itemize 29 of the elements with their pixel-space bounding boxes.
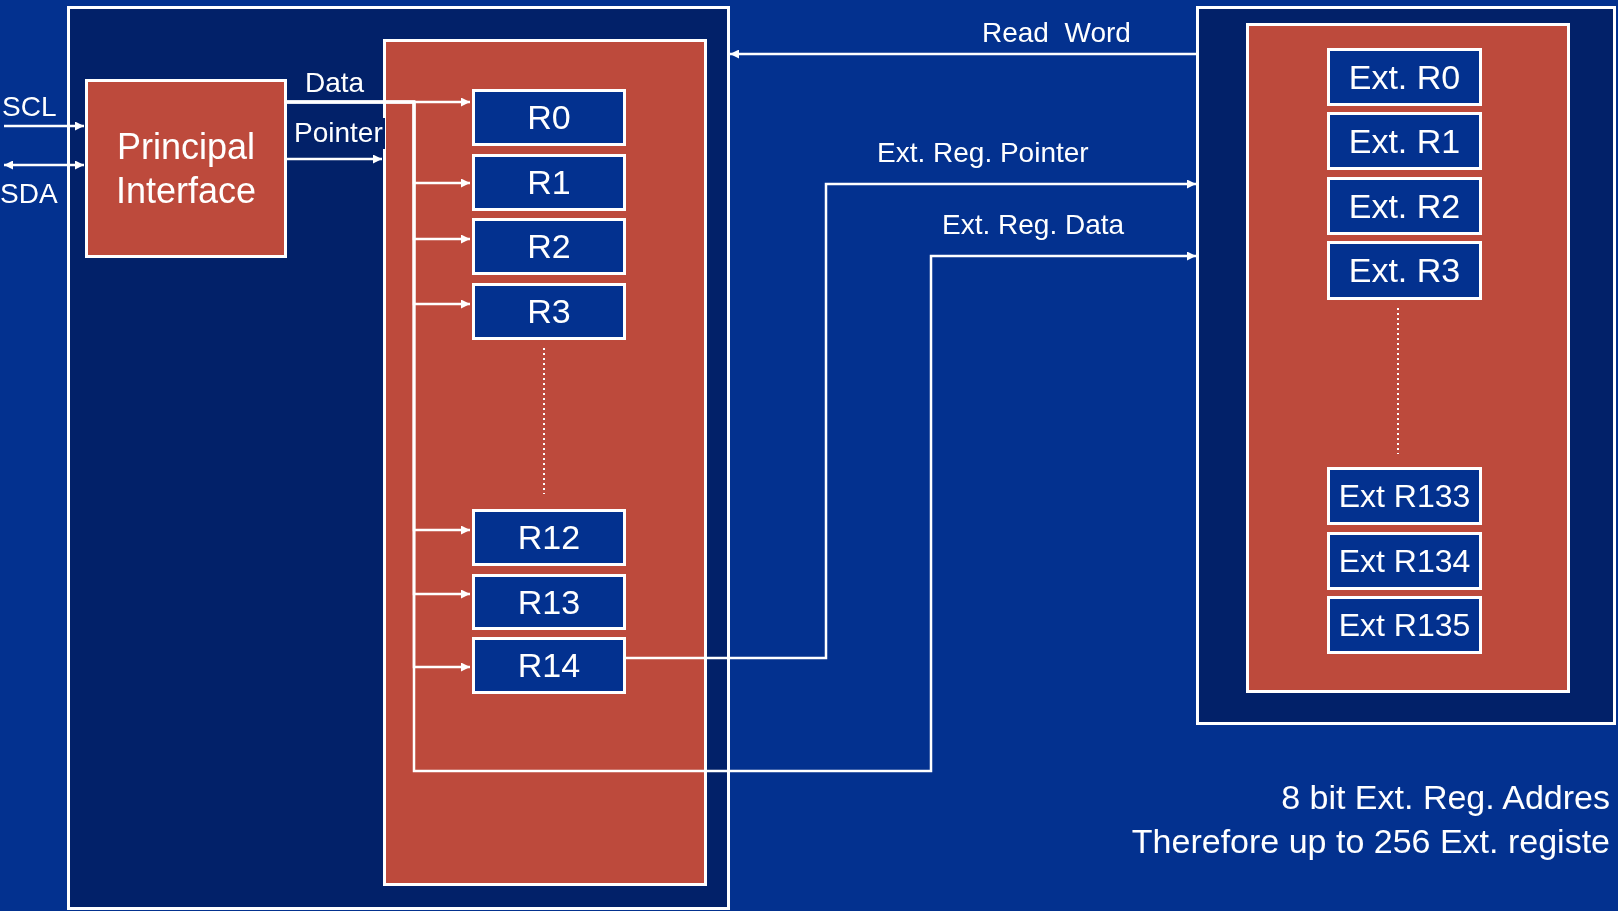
register-box: Ext R133 bbox=[1327, 467, 1482, 525]
register-box: R3 bbox=[472, 283, 626, 340]
note-text: 8 bit Ext. Reg. Addres bbox=[1281, 778, 1610, 817]
register-box: R12 bbox=[472, 509, 626, 566]
arrow bbox=[4, 160, 84, 170]
interface-box: Principal Interface bbox=[85, 79, 287, 258]
register-box: R0 bbox=[472, 89, 626, 146]
signal-label: SDA bbox=[0, 165, 66, 211]
register-bank bbox=[383, 39, 707, 886]
register-box: Ext. R2 bbox=[1327, 177, 1482, 235]
external-register-bank bbox=[1246, 23, 1570, 693]
register-box: R13 bbox=[472, 574, 626, 630]
signal-label: SCL bbox=[2, 90, 66, 126]
register-box: R14 bbox=[472, 637, 626, 694]
note-text: Therefore up to 256 Ext. registe bbox=[1131, 822, 1610, 861]
register-box: R1 bbox=[472, 154, 626, 211]
register-box: Ext. R1 bbox=[1327, 112, 1482, 170]
external-panel bbox=[1196, 6, 1616, 725]
arrow bbox=[286, 154, 382, 164]
arrow bbox=[4, 121, 84, 131]
register-box: R2 bbox=[472, 218, 626, 275]
register-box: Ext R134 bbox=[1327, 532, 1482, 590]
arrow bbox=[624, 179, 1196, 660]
chip-panel bbox=[67, 6, 730, 910]
arrow bbox=[286, 100, 1196, 773]
register-box: Ext. R3 bbox=[1327, 241, 1482, 300]
register-box: Ext. R0 bbox=[1327, 48, 1482, 106]
arrow bbox=[730, 49, 1196, 59]
register-box: Ext R135 bbox=[1327, 596, 1482, 654]
